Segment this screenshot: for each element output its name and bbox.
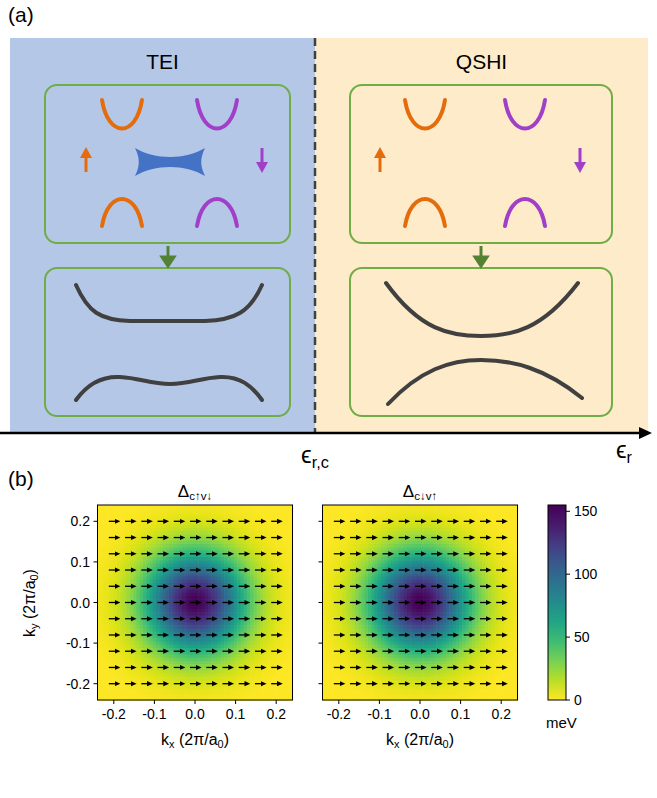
figure-stage: TEIQSHI(a)ϵr,cϵr(b)Δc↑v↓Δc↓v↑0.20.10.0-0… — [0, 0, 657, 798]
